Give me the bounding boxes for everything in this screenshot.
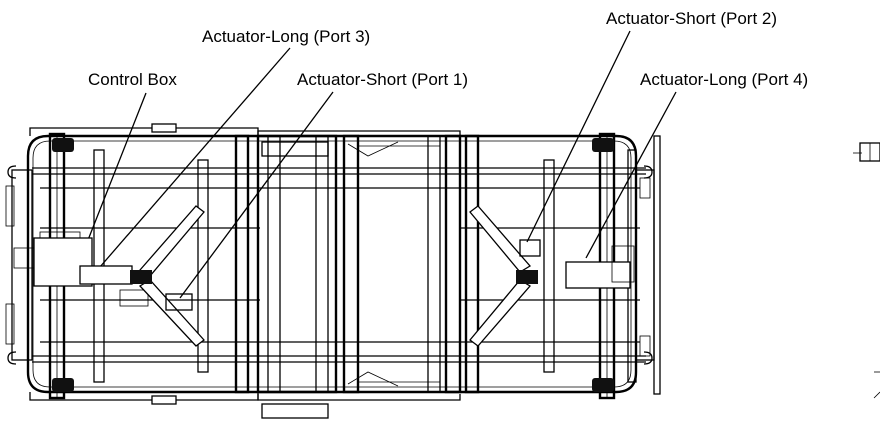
right-end-plate <box>653 135 661 395</box>
outer-frame <box>26 134 638 394</box>
outer-frame-inner-edge <box>32 140 632 388</box>
left-end-tab-top <box>5 185 15 227</box>
right-edge-detail <box>853 142 880 399</box>
label-actuator-short-port2: Actuator-Short (Port 2) <box>606 9 777 28</box>
label-actuator-long-port3: Actuator-Long (Port 3) <box>202 27 370 46</box>
right-x-brace <box>469 205 541 347</box>
wheel-top-right <box>592 138 614 152</box>
right-cross-beam-1 <box>464 134 480 394</box>
right-end-tab-top <box>639 177 651 199</box>
label-actuator-short-port1: Actuator-Short (Port 1) <box>297 70 468 89</box>
left-end-tab-bottom <box>5 303 15 345</box>
top-clip <box>151 123 177 133</box>
bed-frame <box>5 123 661 419</box>
leader-actuator-short-port1 <box>179 91 334 299</box>
wheel-top-left <box>52 138 74 152</box>
actuator-long-port3 <box>79 265 133 285</box>
leader-control-box <box>87 92 147 241</box>
center-section <box>256 134 462 419</box>
wheel-bottom-right <box>592 378 614 392</box>
label-actuator-long-port4: Actuator-Long (Port 4) <box>640 70 808 89</box>
actuator-short-port1 <box>165 293 193 311</box>
rail-hooks <box>7 165 653 365</box>
actuator-long-port4 <box>565 261 631 289</box>
left-end-board <box>11 169 33 361</box>
label-control-box: Control Box <box>88 70 177 89</box>
bottom-clip <box>151 395 177 405</box>
right-cross-beam-2 <box>543 159 555 373</box>
deck-bottom-mid-strip <box>257 394 461 401</box>
actuator-short-port2 <box>519 239 541 257</box>
left-cross-beam-3 <box>197 159 209 373</box>
right-end-board <box>635 169 655 361</box>
left-x-brace <box>130 205 205 347</box>
left-cross-beam-4 <box>234 134 250 394</box>
wheel-bottom-left <box>52 378 74 392</box>
deck-top-mid-strip <box>257 130 461 136</box>
leader-actuator-long-port3 <box>92 47 291 276</box>
